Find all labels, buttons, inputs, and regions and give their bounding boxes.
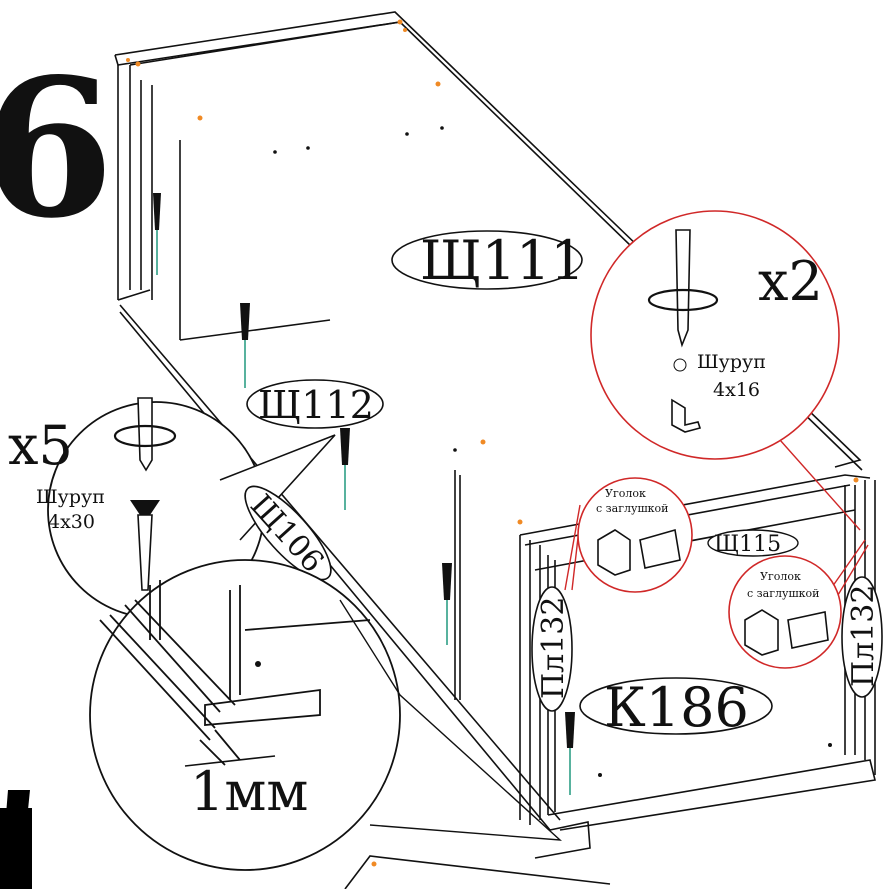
bracket-plate-icon (787, 611, 829, 649)
screw-head-icon (130, 500, 160, 515)
callout-screw-name: Шуруп (36, 486, 105, 508)
bracket-label-line1: Уголок (760, 570, 801, 583)
label-post-left: Пл132 (531, 586, 573, 712)
svg-text:Пл132: Пл132 (536, 597, 571, 699)
screwdriver-icon (675, 229, 691, 348)
next-step-digit (0, 808, 32, 889)
bracket-label-line2: с заглушкой (747, 587, 820, 600)
bracket-plate-icon (639, 528, 681, 569)
step-number: 6 (0, 37, 114, 260)
side-strip (119, 304, 591, 859)
rotate-arrow-icon (113, 424, 177, 448)
screw-icon (153, 193, 161, 275)
bracket-icon (671, 398, 702, 433)
pilot-holes (273, 126, 832, 777)
bracket-icon (744, 609, 779, 656)
bracket-icon (597, 529, 631, 576)
callout-bracket-right: Уголок с заглушкой (728, 539, 869, 669)
callout-screw-name: Шуруп (697, 351, 766, 373)
svg-text:Пл132: Пл132 (846, 585, 881, 687)
label-top-panel: Щ111 (391, 229, 585, 292)
label-post-right: Пл132 (841, 576, 883, 698)
label-shelf-panel: Щ112 (246, 379, 384, 429)
svg-text:К186: К186 (604, 676, 749, 739)
callout-multiplier-x5: x5 (8, 414, 73, 477)
callout-screw-4x16: x2 Шуруп 4x16 (590, 210, 861, 531)
callout-gap-detail: 1мм (89, 559, 562, 871)
screwdriver-icon (137, 397, 153, 472)
callout-bracket-left: Уголок с заглушкой (564, 477, 693, 593)
next-step-panel (344, 855, 611, 889)
svg-text:Щ112: Щ112 (258, 383, 374, 427)
label-front-panel: К186 (579, 676, 773, 739)
screw-icon (340, 428, 350, 510)
svg-text:Щ115: Щ115 (714, 532, 781, 557)
dowel-marks (126, 19, 859, 867)
label-cross-bar: Щ115 (707, 529, 799, 557)
bracket-label-line2: с заглушкой (596, 502, 669, 515)
callout-screw-size: 4x16 (713, 379, 760, 401)
screw-icon (240, 303, 250, 388)
screw-icon (565, 712, 575, 795)
screw-body-icon (137, 514, 153, 591)
rotate-arrow-icon (647, 288, 719, 312)
top-panel (114, 11, 863, 700)
bracket-label-line1: Уголок (605, 487, 646, 500)
screw-icon (442, 563, 452, 645)
gap-value: 1мм (190, 760, 308, 823)
callout-screw-size: 4x30 (48, 511, 95, 533)
callout-multiplier-x2: x2 (758, 250, 823, 313)
svg-text:Щ111: Щ111 (420, 229, 585, 292)
